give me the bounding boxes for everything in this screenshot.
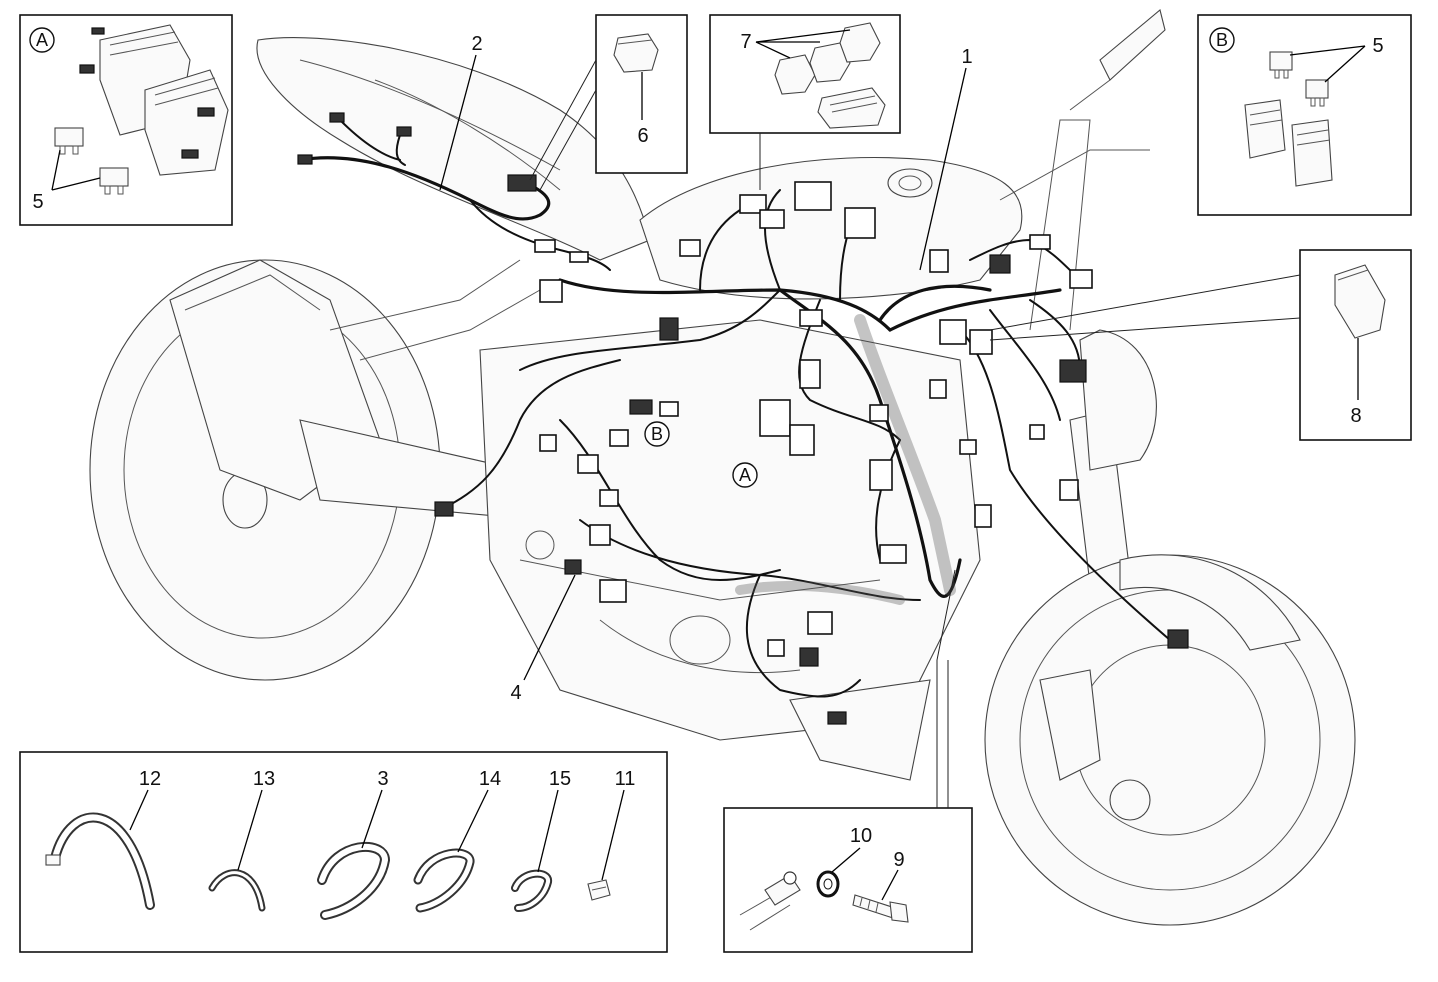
main-wiring-harness <box>439 189 1171 698</box>
label-6: 6 <box>637 125 648 147</box>
label-13: 13 <box>253 768 275 790</box>
label-7: 7 <box>740 31 751 53</box>
fuse-box-a-part <box>79 24 229 176</box>
harness-connectors <box>434 181 1189 725</box>
headlight <box>1079 329 1157 471</box>
body-ref-a-text: A <box>739 465 751 485</box>
fuse-part-5b <box>1269 51 1329 107</box>
bolt-part-9 <box>852 894 909 923</box>
seat-tail <box>256 36 651 261</box>
inset-box-b: B 5 <box>1197 14 1412 216</box>
label-5-box-a: 5 <box>32 191 43 213</box>
inset-a-ref-text: A <box>36 30 48 50</box>
inset-box-6: 6 <box>529 14 688 191</box>
clamp-part-14 <box>413 848 475 913</box>
relay-parts-7 <box>774 22 886 129</box>
label-15: 15 <box>549 768 571 790</box>
clip-part-13 <box>208 869 266 912</box>
cable-tie-part-12 <box>45 812 155 910</box>
label-3: 3 <box>377 768 388 790</box>
mirror <box>1099 9 1166 81</box>
label-2: 2 <box>471 33 482 55</box>
inset-box-8: 8 <box>989 249 1412 441</box>
label-11: 11 <box>615 768 636 790</box>
label-10: 10 <box>850 825 872 847</box>
motorcycle-body <box>89 9 1356 926</box>
fuse-part-5a <box>54 127 129 195</box>
body-ref-b-text: B <box>651 424 663 444</box>
clamp-part-15 <box>511 869 552 912</box>
inset-box-ground: 10 9 <box>723 569 973 953</box>
inset-box-clamps: 12 13 3 14 15 11 <box>19 751 668 953</box>
label-8: 8 <box>1350 405 1361 427</box>
fuel-tank <box>639 156 1023 300</box>
washer-part-10 <box>816 870 840 898</box>
label-14: 14 <box>479 768 501 790</box>
inset-box-7: 7 <box>709 14 901 190</box>
ground-cable-part <box>739 871 801 931</box>
label-9: 9 <box>893 849 904 871</box>
clip-part-11 <box>587 879 611 901</box>
inset-b-ref-text: B <box>1216 30 1228 50</box>
label-1: 1 <box>961 46 972 68</box>
rear-sub-harness <box>297 112 611 271</box>
body-ref-b: B <box>644 421 670 447</box>
fuse-box-b-part <box>1244 99 1333 187</box>
clamp-part-3 <box>317 842 391 920</box>
label-5-box-b: 5 <box>1372 35 1383 57</box>
label-12: 12 <box>139 768 161 790</box>
label-4: 4 <box>510 682 521 704</box>
front-wheel <box>984 554 1356 926</box>
body-ref-a: A <box>732 462 758 488</box>
inset-box-a: A 5 <box>19 14 233 226</box>
